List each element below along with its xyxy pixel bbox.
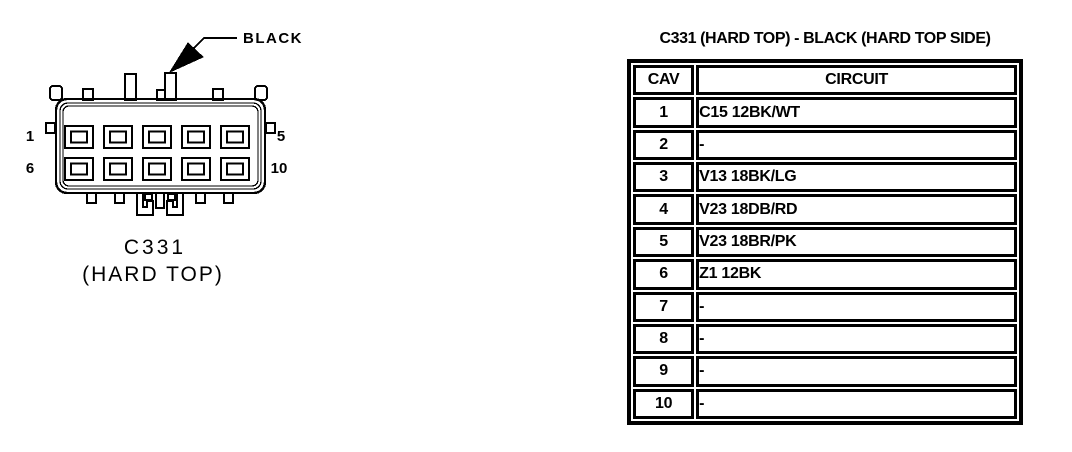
connector-color-label: BLACK (243, 30, 303, 47)
table-row: 8 - (633, 323, 1017, 355)
pin-cavity-3 (141, 124, 173, 150)
bottom-tab-2 (114, 192, 125, 204)
table-row: 7 - (633, 291, 1017, 322)
pin-cavity-10 (219, 156, 251, 182)
black-callout-arrowhead (168, 42, 204, 74)
connector-diagram (45, 37, 276, 216)
bottom-tab-4 (223, 192, 234, 204)
cav-cell: 4 (633, 194, 695, 225)
index-tab-tall (164, 72, 177, 101)
circuit-cell: - (696, 323, 1017, 355)
connector-body-mid (59, 102, 262, 190)
bottom-hook-left (136, 193, 154, 216)
table-header-row: CAV CIRCUIT (633, 65, 1017, 96)
side-nub-left (45, 122, 56, 134)
table-title: C331 (HARD TOP) - BLACK (HARD TOP SIDE) (659, 30, 991, 47)
cav-cell: 2 (633, 129, 695, 161)
table-row: 4 V23 18DB/RD (633, 194, 1017, 225)
table-row: 3 V13 18BK/LG (633, 162, 1017, 193)
circuit-cell: Z1 12BK (696, 259, 1017, 290)
pinout-table-frame: CAV CIRCUIT 1 C15 12BK/WT 2 - 3 V13 18BK… (627, 59, 1023, 425)
connector-body-outer (54, 97, 267, 195)
circuit-cell: V23 18BR/PK (696, 226, 1017, 258)
pin-number-label-5: 5 (276, 128, 286, 145)
pin-number-label-6: 6 (25, 160, 35, 177)
table-row: 10 - (633, 388, 1017, 419)
bottom-hook-right-notch (167, 193, 176, 201)
pin-cavity-6 (63, 156, 95, 182)
connector-body-inner (62, 105, 259, 187)
pin-cavity-9 (180, 156, 212, 182)
cav-cell: 9 (633, 356, 695, 387)
pin-cavity-2 (102, 124, 134, 150)
table-row: 2 - (633, 129, 1017, 161)
bottom-tab-1 (86, 192, 97, 204)
pinout-table: CAV CIRCUIT 1 C15 12BK/WT 2 - 3 V13 18BK… (631, 63, 1019, 421)
cav-cell: 6 (633, 259, 695, 290)
black-callout-line (191, 37, 237, 51)
table-row: 9 - (633, 356, 1017, 387)
cav-cell: 5 (633, 226, 695, 258)
circuit-cell: - (696, 291, 1017, 322)
pin-cavity-1 (63, 124, 95, 150)
bottom-center-slot (155, 193, 165, 209)
pin-cavity-8 (141, 156, 173, 182)
circuit-cell: - (696, 129, 1017, 161)
cav-cell: 7 (633, 291, 695, 322)
side-nub-right (265, 122, 276, 134)
table-row: 1 C15 12BK/WT (633, 97, 1017, 128)
cav-cell: 10 (633, 388, 695, 419)
connector-sub-label: (HARD TOP) (82, 263, 224, 286)
cav-cell: 8 (633, 323, 695, 355)
bottom-hook-right (166, 193, 184, 216)
connector-name-label: C331 (123, 236, 187, 259)
column-header-cav: CAV (633, 65, 695, 96)
pin-cavity-5 (219, 124, 251, 150)
pin-cavity-4 (180, 124, 212, 150)
circuit-cell: - (696, 388, 1017, 419)
circuit-cell: C15 12BK/WT (696, 97, 1017, 128)
column-header-circuit: CIRCUIT (696, 65, 1017, 96)
bottom-hook-left-notch (144, 193, 153, 201)
bottom-tab-3 (195, 192, 206, 204)
top-tab-tall-left (124, 73, 137, 101)
top-tab-corner-right (254, 85, 268, 101)
pin-number-label-1: 1 (25, 128, 35, 145)
pin-cavity-7 (102, 156, 134, 182)
top-tab-corner-left (49, 85, 63, 101)
circuit-cell: - (696, 356, 1017, 387)
cav-cell: 1 (633, 97, 695, 128)
circuit-cell: V13 18BK/LG (696, 162, 1017, 193)
pin-number-label-10: 10 (270, 160, 288, 177)
cav-cell: 3 (633, 162, 695, 193)
table-row: 6 Z1 12BK (633, 259, 1017, 290)
circuit-cell: V23 18DB/RD (696, 194, 1017, 225)
table-row: 5 V23 18BR/PK (633, 226, 1017, 258)
